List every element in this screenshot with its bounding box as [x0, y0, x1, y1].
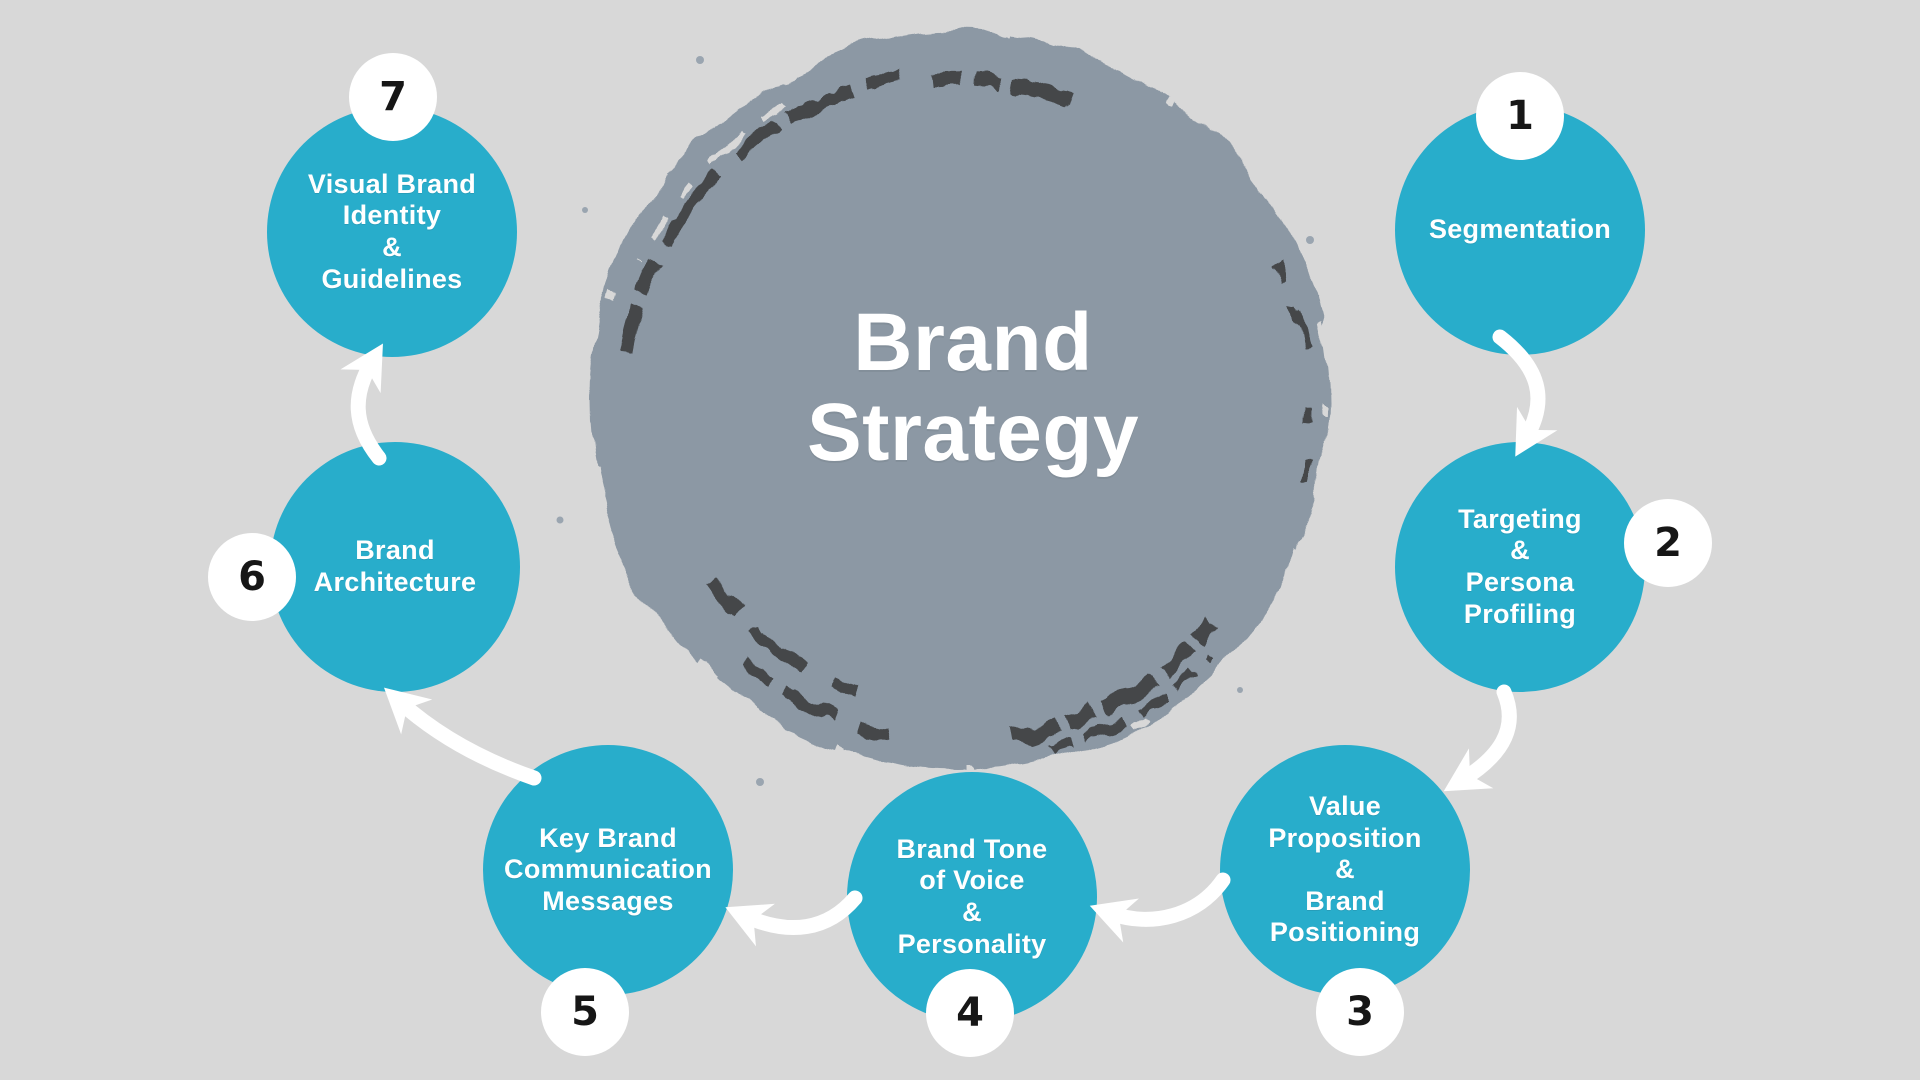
step-label-line: Proposition	[1268, 822, 1422, 853]
step-label-line: Identity	[342, 200, 442, 231]
step-number: 3	[1346, 989, 1374, 1035]
diagram-title: Brand Strategy	[806, 296, 1140, 478]
step-label-line: Guidelines	[321, 263, 463, 294]
step-label-6: Brand Architecture	[314, 535, 477, 598]
title-line-1: Brand	[853, 296, 1093, 388]
step-label-3: Value Proposition & Brand Positioning	[1268, 791, 1421, 949]
step-label-line: Architecture	[313, 567, 477, 597]
step-number: 2	[1654, 520, 1682, 566]
step-number: 4	[956, 990, 984, 1036]
curved-arrow-4-to-5-icon	[725, 890, 863, 947]
step-label-2: Targeting & Persona Profiling	[1458, 504, 1582, 630]
step-number-badge-5: 5	[541, 968, 629, 1056]
step-circle-3: Value Proposition & Brand Positioning	[1220, 745, 1470, 995]
step-label-5: Key Brand Communication Messages	[504, 823, 712, 918]
curved-arrow-2-to-3-icon	[1443, 684, 1517, 792]
step-label-4: Brand Tone of Voice & Personality	[897, 834, 1048, 960]
title-line-2: Strategy	[806, 387, 1140, 478]
curved-arrow-3-to-4-icon	[1089, 872, 1231, 943]
step-label-line: Brand	[355, 535, 435, 566]
step-number-badge-6: 6	[208, 533, 296, 621]
step-label-line: Visual Brand	[307, 168, 477, 199]
step-circle-7: Visual Brand Identity & Guidelines	[267, 107, 517, 357]
step-label-line: &	[962, 897, 982, 927]
step-number: 6	[238, 554, 266, 600]
step-label-line: Brand Tone	[896, 833, 1048, 864]
step-circle-5: Key Brand Communication Messages	[483, 745, 733, 995]
step-number-badge-3: 3	[1316, 968, 1404, 1056]
step-label-line: Personality	[897, 928, 1047, 959]
step-number-badge-1: 1	[1476, 72, 1564, 160]
step-number: 1	[1506, 93, 1534, 139]
step-label-7: Visual Brand Identity & Guidelines	[308, 169, 476, 295]
step-label-line: of Voice	[919, 865, 1025, 896]
step-label-line: Persona	[1465, 567, 1575, 597]
step-label-line: Value	[1308, 791, 1382, 822]
step-label-line: Key Brand	[539, 822, 677, 853]
step-number-badge-4: 4	[926, 969, 1014, 1057]
step-label-line: Profiling	[1463, 598, 1577, 629]
step-circle-6: Brand Architecture	[270, 442, 520, 692]
step-number-badge-7: 7	[349, 53, 437, 141]
curved-arrow-5-to-6-icon	[383, 687, 542, 786]
step-label-line: Positioning	[1269, 917, 1421, 948]
step-number: 7	[379, 74, 407, 120]
step-label-line: Communication	[504, 854, 712, 885]
step-label-line: Targeting	[1458, 503, 1582, 534]
step-circle-1: Segmentation	[1395, 105, 1645, 355]
step-label-line: &	[382, 232, 402, 262]
step-label-line: Segmentation	[1428, 214, 1612, 245]
step-label-line: &	[1510, 535, 1530, 566]
step-label-line: Messages	[542, 885, 674, 916]
step-circle-2: Targeting & Persona Profiling	[1395, 442, 1645, 692]
step-label-line: Brand	[1305, 885, 1385, 916]
step-label-1: Segmentation	[1429, 214, 1611, 246]
step-label-line: &	[1335, 854, 1355, 885]
step-number: 5	[571, 989, 599, 1035]
step-number-badge-2: 2	[1624, 499, 1712, 587]
